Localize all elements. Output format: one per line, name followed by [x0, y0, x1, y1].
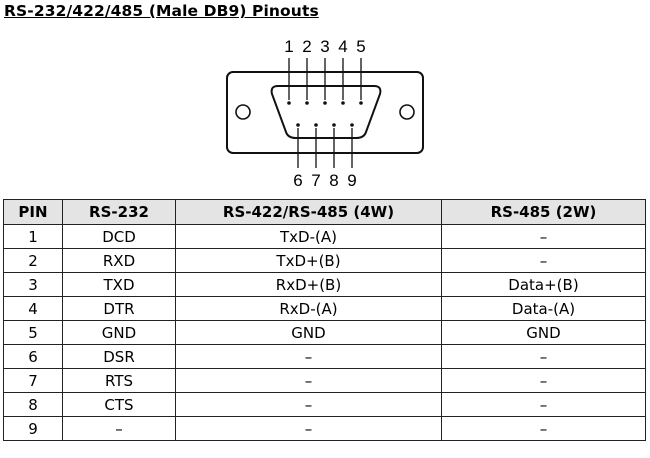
- pin-number: 4: [338, 37, 347, 56]
- table-cell: 6: [3, 344, 63, 369]
- table-cell: TxD-(A): [175, 224, 442, 249]
- table-cell: 1: [3, 224, 63, 249]
- table-cell: GND: [175, 320, 442, 345]
- pin-number: 9: [347, 171, 356, 190]
- pin-dot: [287, 101, 291, 105]
- table-cell: Data-(A): [441, 296, 646, 321]
- table-cell: 2: [3, 248, 63, 273]
- d-sub-face: [270, 85, 382, 139]
- pin-number: 7: [311, 171, 320, 190]
- table-cell: GND: [62, 320, 176, 345]
- table-cell: –: [441, 392, 646, 417]
- table-cell: RXD: [62, 248, 176, 273]
- table-cell: RxD+(B): [175, 272, 442, 297]
- column-header: PIN: [3, 199, 63, 225]
- table-cell: TxD+(B): [175, 248, 442, 273]
- table-cell: –: [175, 392, 442, 417]
- table-cell: 5: [3, 320, 63, 345]
- table-cell: DTR: [62, 296, 176, 321]
- table-cell: 9: [3, 416, 63, 441]
- mounting-hole-left: [235, 104, 251, 120]
- table-cell: Data+(B): [441, 272, 646, 297]
- table-cell: 4: [3, 296, 63, 321]
- pin-number: 1: [284, 37, 293, 56]
- table-cell: –: [441, 224, 646, 249]
- table-cell: –: [175, 416, 442, 441]
- column-header: RS-232: [62, 199, 176, 225]
- column-header: RS-485 (2W): [441, 199, 646, 225]
- pin-dot: [341, 101, 345, 105]
- pin-number: 8: [329, 171, 338, 190]
- table-cell: RTS: [62, 368, 176, 393]
- table-row: 9–––: [3, 416, 646, 441]
- table-cell: 7: [3, 368, 63, 393]
- table-cell: GND: [441, 320, 646, 345]
- table-cell: –: [175, 344, 442, 369]
- table-cell: DSR: [62, 344, 176, 369]
- table-cell: 8: [3, 392, 63, 417]
- pin-dot: [332, 123, 336, 127]
- table-cell: DCD: [62, 224, 176, 249]
- table-cell: –: [441, 248, 646, 273]
- column-header: RS-422/RS-485 (4W): [175, 199, 442, 225]
- pin-number: 2: [302, 37, 311, 56]
- table-cell: –: [62, 416, 176, 441]
- table-cell: RxD-(A): [175, 296, 442, 321]
- pin-dot: [350, 123, 354, 127]
- table-cell: TXD: [62, 272, 176, 297]
- pin-dot: [323, 101, 327, 105]
- mounting-hole-right: [399, 104, 415, 120]
- page-title: RS-232/422/485 (Male DB9) Pinouts: [4, 2, 319, 20]
- pin-dot: [314, 123, 318, 127]
- pin-dot: [359, 101, 363, 105]
- table-cell: CTS: [62, 392, 176, 417]
- pin-number: 5: [356, 37, 365, 56]
- table-cell: 3: [3, 272, 63, 297]
- table-cell: –: [175, 368, 442, 393]
- pin-number: 3: [320, 37, 329, 56]
- table-cell: –: [441, 344, 646, 369]
- pin-dot: [296, 123, 300, 127]
- pin-dot: [305, 101, 309, 105]
- pin-number: 6: [293, 171, 302, 190]
- table-cell: –: [441, 416, 646, 441]
- table-cell: –: [441, 368, 646, 393]
